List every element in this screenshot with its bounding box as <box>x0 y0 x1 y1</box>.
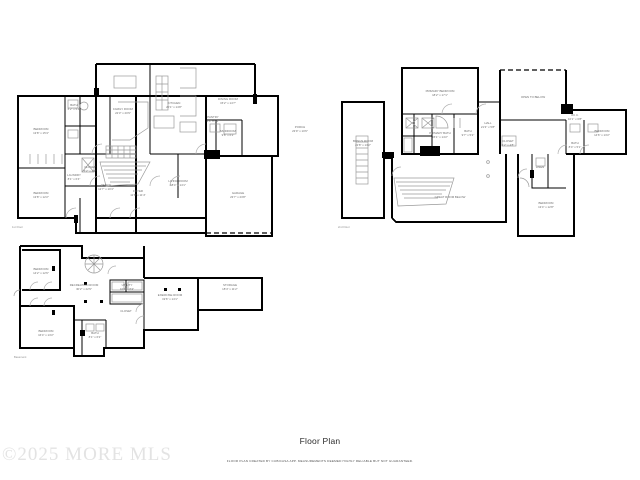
room-dims: 10'1" x 6'8" <box>568 117 582 121</box>
room-label: BATH <box>91 331 99 335</box>
room-label: CLOSET <box>120 309 132 313</box>
room-label: BATH <box>571 141 579 145</box>
room-dims: 9'7" x 5'2" <box>462 133 475 137</box>
room-label: BEDROOM <box>34 267 50 271</box>
room-label: LINEN <box>536 165 545 169</box>
room-label: EXERCISE ROOM <box>158 293 183 297</box>
plan-tag-lower: Basement <box>14 356 27 359</box>
room-dims: 11'8" x 11'4" <box>130 193 145 197</box>
watermark: ©2025 MORE MLS <box>2 444 172 465</box>
room-label: RECREATION ROOM <box>70 283 99 287</box>
disclaimer-text: FLOOR PLAN CREATED BY CUBICASA APP. MEAS… <box>226 459 414 463</box>
room-dims: 8'4" x 5'1" <box>569 145 582 149</box>
room-dims: 18'4" x 11'2" <box>222 287 238 291</box>
room-dims: 21'3" x 5'8" <box>481 125 495 129</box>
room-dims: 14'2" x 12'6" <box>33 271 49 275</box>
room-label: W.I.C. <box>571 113 579 117</box>
room-dims: 30'2" x 22'9" <box>76 287 92 291</box>
room-dims: 19'6" x 14'1" <box>162 297 178 301</box>
room-dims: 23'7" x 23'8" <box>230 195 246 199</box>
room-dims: 15'1" x 14'2" <box>432 135 448 139</box>
room-label: BATH <box>70 103 78 107</box>
room-label: STORAGE <box>223 283 237 287</box>
room-dims: 14'6" x 13'2" <box>594 133 610 137</box>
room-label: LAUNDRY <box>67 173 81 177</box>
room-label: BEDROOM <box>34 191 50 195</box>
page-title: Floor Plan <box>299 436 341 446</box>
room-label: CLOSET <box>502 139 514 143</box>
room-dims: 9'8" x 6'2" <box>222 133 235 137</box>
room-dims: 15'2" x 14'7" <box>220 101 236 105</box>
room-dims: 6'4" x 5'1" <box>207 119 220 123</box>
room-label: PANTRY <box>207 115 219 119</box>
room-label: BEDROOM <box>595 129 611 133</box>
room-dims: 13'4" x 12'8" <box>538 205 554 209</box>
room-dims: 13'8" x 12'2" <box>33 195 49 199</box>
room-dims: 22'8" x 13'2" <box>355 143 371 147</box>
room-label: BONUS ROOM <box>353 139 374 143</box>
room-dims: 10'2" x 8'4" <box>120 287 134 291</box>
room-dims: 5'2" x 4'6" <box>84 169 97 173</box>
room-dims: 18'2" x 17'1" <box>432 93 448 97</box>
room-label: PORCH <box>295 125 305 129</box>
room-label: LIVING ROOM <box>168 179 188 183</box>
room-label: PRIMARY BEDROOM <box>426 89 455 93</box>
floor-plan-lower-level: RECREATION ROOM 30'2" x 22'9" BEDROOM 14… <box>12 244 282 366</box>
room-label: BEDROOM <box>34 127 50 131</box>
room-dims: 13'8" x 15'4" <box>33 131 49 135</box>
room-dims: 12'7" x 10'4" <box>98 187 114 191</box>
room-label: GREAT ROOM BELOW <box>435 195 466 199</box>
room-label: MUDROOM <box>220 129 236 133</box>
room-dims: 22'3" x 20'9" <box>115 111 131 115</box>
room-label: KITCHEN <box>168 101 181 105</box>
room-dims: 18'4" x 14'1" <box>170 183 186 187</box>
room-label: FOYER <box>133 189 143 193</box>
room-label: DINING ROOM <box>218 97 239 101</box>
room-dims: 8'1" x 6'4" <box>68 177 81 181</box>
room-label: FAMILY ROOM <box>113 107 133 111</box>
room-label: CLOSET <box>84 165 96 169</box>
room-dims: 23'9" x 10'6" <box>292 129 308 133</box>
room-dims: 16'4" x 13'2" <box>38 333 54 337</box>
room-label: BEDROOM <box>539 201 555 205</box>
room-label: OFFICE <box>101 183 112 187</box>
room-label: BATH <box>464 129 472 133</box>
room-label: OPEN TO BELOW <box>521 95 545 99</box>
floor-plan-upper-level: PRIMARY BEDROOM 18'2" x 17'1" PRIMARY BA… <box>336 58 632 238</box>
room-label: PRIMARY BATH <box>429 131 450 135</box>
room-label: BEDROOM <box>39 329 55 333</box>
room-label: UTILITY <box>122 283 133 287</box>
floor-plan-main-level: BEDROOM 13'8" x 15'4" BEDROOM 13'8" x 12… <box>10 58 325 238</box>
room-dims: 8'1" x 6'2" <box>89 335 102 339</box>
room-dims: 6'2" x 5'4" <box>68 107 81 111</box>
plan-tag-upper: 2nd Floor <box>338 226 350 229</box>
room-dims: 20'1" x 14'8" <box>166 105 182 109</box>
room-dims: 6'2" x 4'8" <box>502 143 515 147</box>
plan-tag-main: 1st Floor <box>12 226 23 229</box>
room-label: GARAGE <box>232 191 244 195</box>
room-label: HALL <box>484 121 492 125</box>
